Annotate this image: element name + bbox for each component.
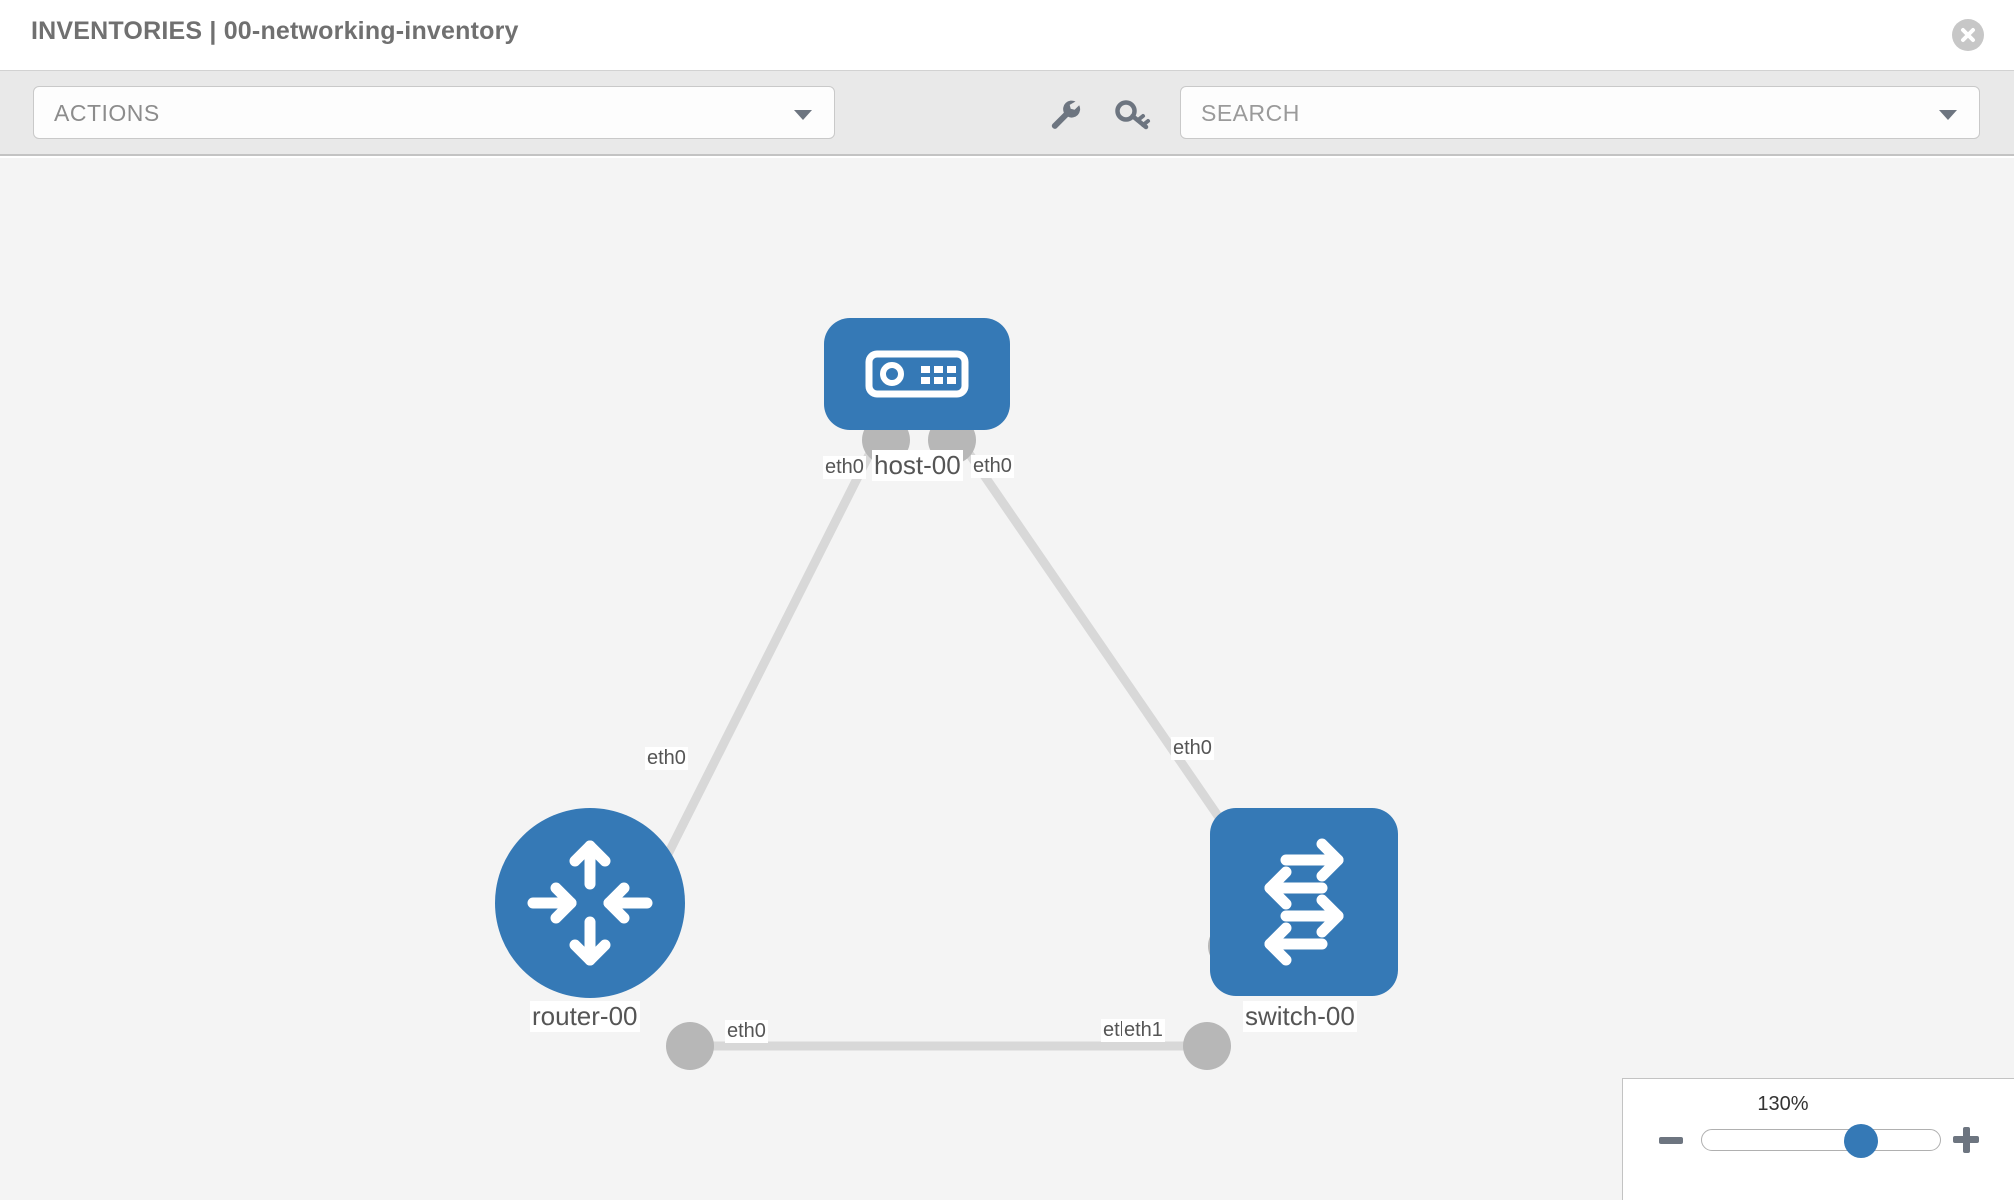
node-switch-00[interactable] <box>1210 808 1398 996</box>
switch-arrows-icon <box>1210 838 1398 1000</box>
node-label-router-00: router-00 <box>530 1001 640 1032</box>
edge-label-switch-up: eth0 <box>1171 737 1214 760</box>
edge-label-router-up: eth0 <box>645 747 688 770</box>
node-label-switch-00: switch-00 <box>1243 1001 1357 1032</box>
zoom-control-panel: 130% <box>1622 1078 2014 1200</box>
edge-label-host-right: eth0 <box>971 455 1014 478</box>
edge-label-host-left: eth0 <box>823 456 866 479</box>
search-chevron-down-icon[interactable] <box>1939 110 1957 120</box>
wrench-icon[interactable] <box>1046 97 1086 133</box>
key-icon[interactable] <box>1113 97 1153 133</box>
topology-canvas[interactable]: host-00 router-00 switch-00 eth0 eth0 et… <box>0 158 2014 1200</box>
chevron-down-icon <box>794 110 812 120</box>
edge-host-switch[interactable] <box>951 430 1244 851</box>
router-arrows-icon <box>495 840 685 1002</box>
search-input[interactable]: SEARCH <box>1180 86 1980 139</box>
page-header: INVENTORIES | 00-networking-inventory <box>0 0 2014 70</box>
zoom-slider-handle[interactable] <box>1844 1124 1878 1158</box>
edge-host-router[interactable] <box>655 430 885 873</box>
page-title: INVENTORIES | 00-networking-inventory <box>31 17 519 45</box>
actions-dropdown-label: ACTIONS <box>54 100 160 126</box>
toolbar: ACTIONS SEARCH <box>0 70 2014 156</box>
actions-dropdown[interactable]: ACTIONS <box>33 86 835 139</box>
node-host-00[interactable] <box>824 318 1010 430</box>
node-router-00[interactable] <box>495 808 685 998</box>
zoom-level-value: 130% <box>1757 1093 1809 1115</box>
port-switch-west[interactable] <box>1183 1022 1231 1070</box>
close-button[interactable] <box>1952 19 1984 51</box>
edge-label-router-side: eth0 <box>725 1020 768 1043</box>
zoom-slider-track[interactable] <box>1701 1124 1941 1158</box>
zoom-out-button[interactable] <box>1659 1137 1683 1144</box>
zoom-in-button[interactable] <box>1953 1127 1979 1153</box>
node-label-host-00: host-00 <box>872 450 963 481</box>
server-icon <box>824 350 1010 434</box>
search-placeholder: SEARCH <box>1201 100 1300 126</box>
edge-label-switch-side: eth1 <box>1122 1019 1165 1042</box>
topology-edges <box>655 416 1256 1070</box>
port-router-east[interactable] <box>666 1022 714 1070</box>
